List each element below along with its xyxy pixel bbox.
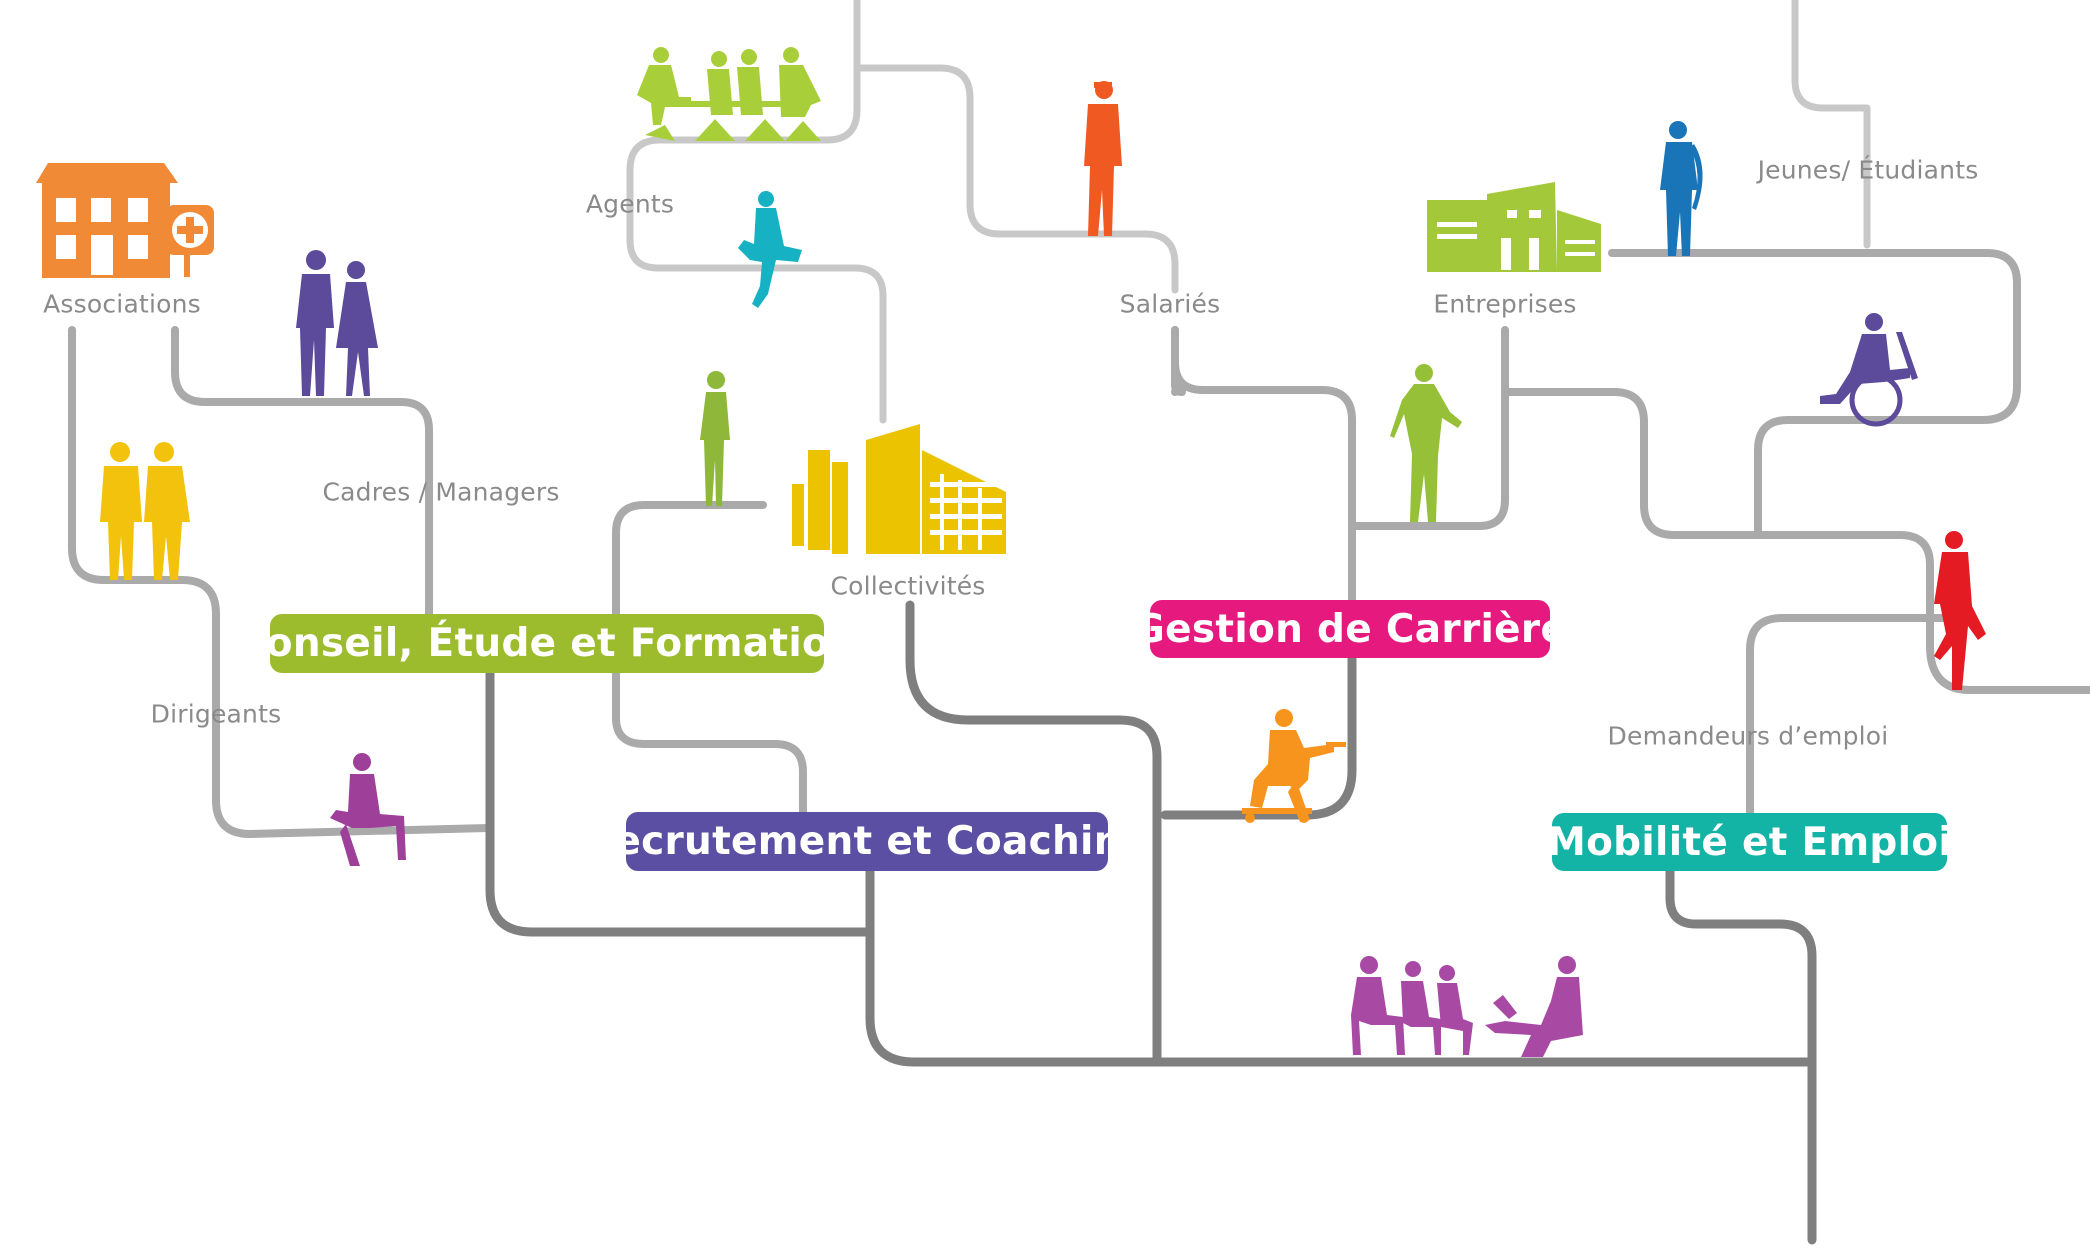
label-agents: Agents	[585, 189, 675, 219]
standing-worker-icon	[1084, 81, 1122, 236]
dark-paths	[485, 600, 1817, 1245]
student-icon	[1660, 121, 1703, 256]
walking-woman-icon	[1390, 364, 1462, 522]
label-associations: Associations	[43, 289, 201, 319]
hospital-building-icon	[36, 163, 214, 278]
service-recrutement-coaching[interactable]: Recrutement et Coaching	[584, 812, 1150, 871]
company-building-icon	[1427, 182, 1601, 272]
service-conseil-etude-formation[interactable]: Conseil, Étude et Formation	[237, 614, 857, 673]
label-jeunes-etudiants: Jeunes/ Étudiants	[1757, 155, 1979, 185]
standing-woman-icon	[700, 371, 730, 506]
label-entreprises: Entreprises	[1433, 289, 1577, 319]
leaning-person-icon	[1934, 531, 1986, 690]
meeting-table-icon	[637, 47, 821, 141]
label-cadres-managers: Cadres / Managers	[322, 477, 560, 507]
sitting-man-icon	[330, 753, 406, 866]
label-collectivites: Collectivités	[830, 571, 986, 601]
label-salaries: Salariés	[1119, 289, 1221, 319]
two-men-icon	[100, 442, 190, 580]
light-paths	[626, 0, 1871, 424]
label-dirigeants: Dirigeants	[150, 699, 282, 729]
service-gestion-carriere[interactable]: Gestion de Carrière	[1133, 600, 1567, 658]
label-demandeurs-emploi: Demandeurs d’emploi	[1607, 721, 1889, 751]
couple-managers-icon	[296, 250, 378, 396]
city-buildings-icon	[792, 424, 1006, 554]
service-mobilite-emploi[interactable]: Mobilité et Emploi	[1547, 813, 1952, 871]
mid-paths	[68, 249, 2090, 838]
wheelchair-user-icon	[1820, 313, 1918, 427]
kneeling-worker-icon	[1242, 709, 1346, 823]
sitting-person-icon	[738, 191, 802, 308]
group-discussion-icon	[1351, 956, 1583, 1057]
